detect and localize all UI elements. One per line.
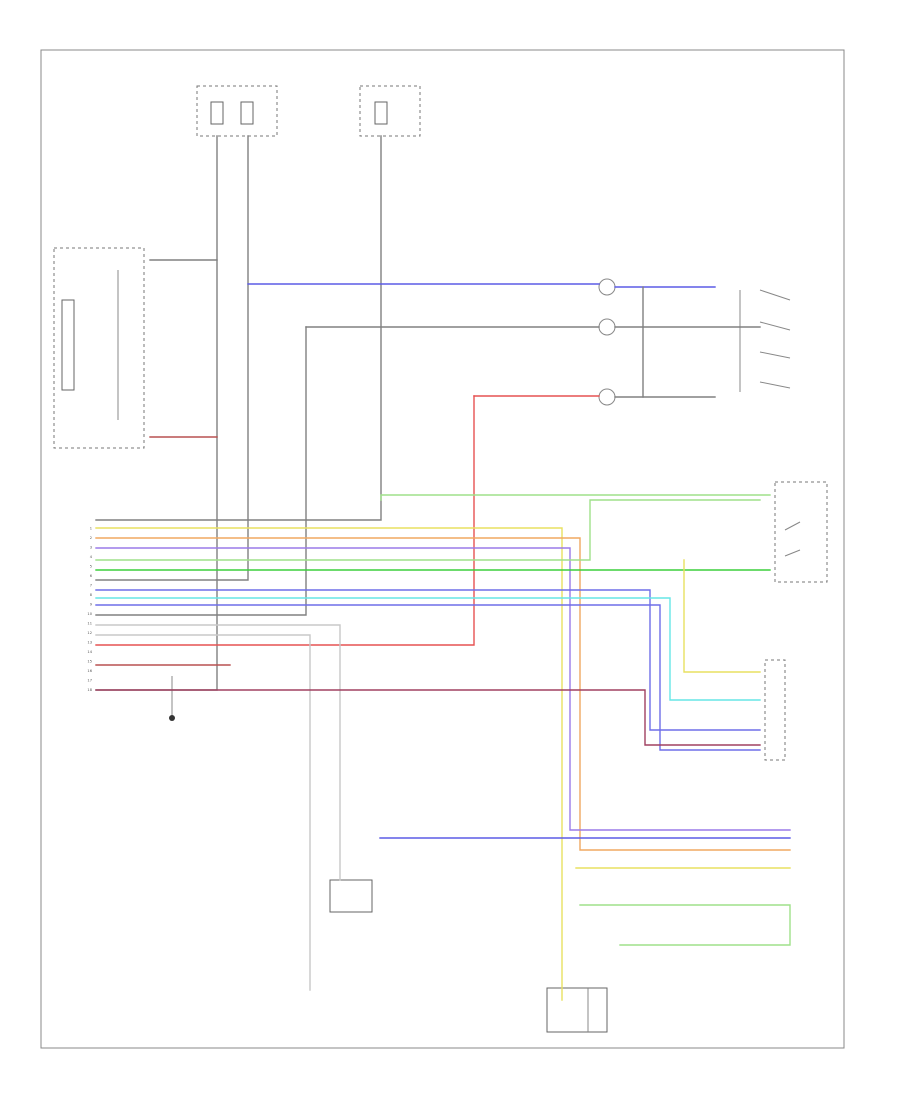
resume-switch-icon: [759, 351, 791, 359]
wire-indigo-21: [95, 604, 761, 751]
cruise-switches: [739, 289, 791, 392]
module-pin-17: 17: [87, 679, 92, 683]
module-pin-3: 3: [90, 546, 92, 550]
wire-orange-15: [95, 537, 791, 851]
combination-meter-outline: [53, 247, 145, 449]
wire-cyan-20: [95, 597, 761, 701]
fuse-2-icon: [240, 101, 254, 125]
wire-light-green-17: [95, 499, 761, 561]
module-pin-12: 12: [87, 631, 92, 635]
module-pin-8: 8: [90, 593, 93, 597]
wire-red-11: [95, 395, 475, 646]
fuse-box-1-outline: [196, 85, 278, 137]
module-pin-15: 15: [87, 660, 92, 664]
ground-icon: [169, 715, 175, 721]
wire-grey-4: [95, 135, 382, 521]
cable-reel-connector-2: [598, 318, 616, 336]
module-pin-2: 2: [90, 536, 92, 540]
meter-resistor-icon: [61, 299, 75, 391]
wire-light-green-27: [380, 494, 771, 501]
wire-indigo-19: [95, 589, 761, 731]
wire-grey-1: [149, 135, 218, 261]
brake-switch-contact-1: [784, 521, 801, 531]
clutch-switch-outline: [764, 659, 786, 761]
clutch-switch: [764, 659, 786, 761]
tcm: [546, 987, 608, 1033]
cancel-switch-icon: [759, 381, 791, 389]
fuse-box-2-outline: [359, 85, 421, 137]
module-pin-18: 18: [87, 688, 92, 692]
module-pin-1: 1: [90, 527, 92, 531]
module-pin-7: 7: [90, 584, 92, 588]
module-pin-13: 13: [87, 641, 92, 645]
module-pin-16: 16: [87, 669, 92, 673]
wire-maroon-24: [95, 689, 761, 746]
main-switch-icon: [759, 289, 791, 301]
fuse-1-icon: [210, 101, 224, 125]
wire-light-green-31: [579, 904, 791, 946]
module-pin-11: 11: [87, 622, 92, 626]
wire-light-grey-22: [95, 624, 341, 881]
brake-switch: [774, 481, 828, 583]
fuse-3-icon: [374, 101, 388, 125]
cable-reel-connector-1: [598, 278, 616, 296]
brake-switch-contact-2: [784, 549, 801, 557]
module-pin-5: 5: [90, 565, 92, 569]
module-pin-4: 4: [90, 555, 93, 559]
wire-purple-16: [95, 547, 791, 831]
wire-light-grey-23: [95, 634, 311, 991]
actuator-body: [329, 879, 373, 913]
fuse-box-2: [359, 85, 421, 137]
diagram-frame: [40, 49, 845, 1049]
wire-grey-3: [95, 135, 249, 581]
wire-grey-9: [95, 326, 307, 616]
brake-switch-outline: [774, 481, 828, 583]
fuse-box-1: [196, 85, 278, 137]
module-pin-9: 9: [90, 603, 93, 607]
cable-reel: [598, 278, 616, 406]
set-switch-icon: [759, 321, 791, 331]
module-pin-6: 6: [90, 574, 93, 578]
tcm-body: [546, 987, 608, 1033]
module-pin-14: 14: [87, 650, 92, 654]
wires: [95, 135, 791, 1001]
cable-reel-connector-3: [598, 388, 616, 406]
wire-yellow-28: [683, 559, 761, 673]
wire-yellow-14: [95, 527, 563, 1001]
actuator: [329, 879, 373, 913]
ground-point: [169, 676, 175, 721]
combination-meter: [53, 247, 145, 449]
module-pin-10: 10: [87, 612, 92, 616]
